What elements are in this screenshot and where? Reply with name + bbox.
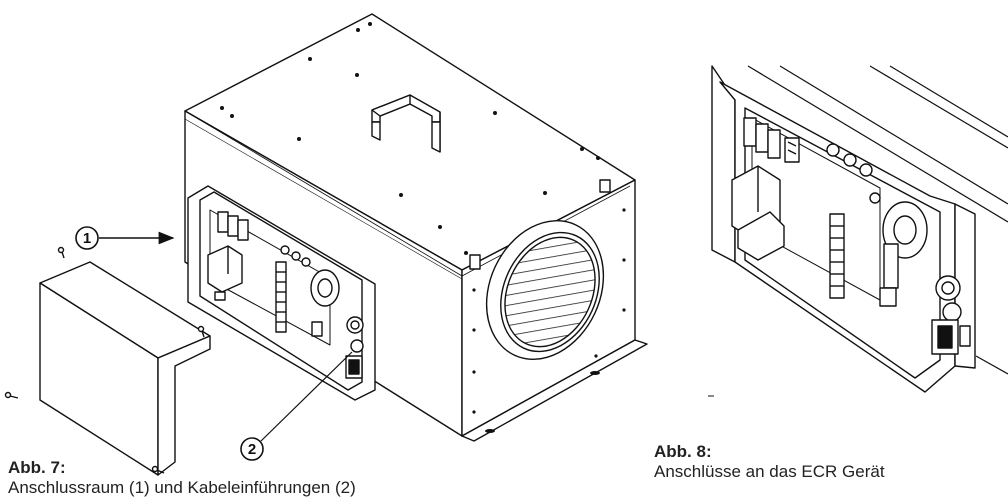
figure-8-label: Abb. 8: (654, 442, 712, 461)
figure-8-caption: Abb. 8: Anschlüsse an das ECR Gerät (654, 442, 885, 482)
figure-7-caption-text: Anschlussraum (1) und Kabeleinführungen … (8, 478, 356, 497)
figure-7-drawing (4, 13, 648, 476)
carrying-handle (371, 94, 441, 153)
callout-2: 2 (240, 351, 353, 461)
figure-8-caption-text: Anschlüsse an das ECR Gerät (654, 462, 885, 481)
callout-1: 1 (75, 226, 175, 250)
callout-2-number: 2 (248, 441, 256, 458)
top-rivets (220, 22, 600, 255)
latch-clip (469, 254, 481, 270)
callout-2-leader (260, 351, 353, 442)
base-flange (461, 339, 648, 442)
figure-7-label: Abb. 7: (8, 458, 66, 477)
latch-clip (599, 179, 611, 193)
figure-8-drawing (708, 65, 1008, 397)
figure-7-caption: Abb. 7: Anschlussraum (1) und Kabeleinfü… (8, 458, 356, 498)
callout-1-number: 1 (83, 230, 91, 247)
duct-spigot (485, 220, 605, 360)
connection-compartment (187, 185, 376, 401)
loose-screws (4, 246, 205, 474)
removed-cover-plate (39, 261, 211, 476)
